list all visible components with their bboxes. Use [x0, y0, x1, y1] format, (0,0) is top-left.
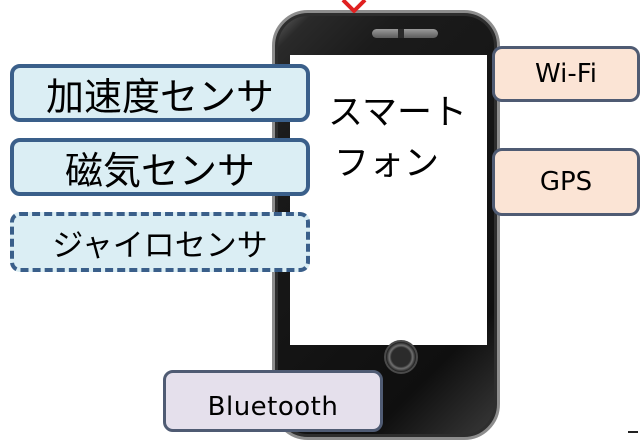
accelerometer-label: 加速度センサ — [45, 74, 274, 119]
magnetometer-label: 磁気センサ — [64, 148, 255, 193]
gps-box: GPS — [492, 148, 640, 216]
gyroscope-label: ジャイロセンサ — [52, 227, 268, 264]
magnetometer-box: 磁気センサ — [10, 138, 310, 196]
phone-label-line1: スマート — [328, 93, 467, 133]
speaker-slot-icon — [372, 29, 438, 38]
wifi-box: Wi-Fi — [492, 46, 640, 102]
phone-screen — [290, 55, 487, 345]
arrow-tip-icon — [341, 0, 367, 13]
home-button-icon — [384, 340, 418, 374]
edge-mark — [628, 431, 638, 433]
gps-label: GPS — [539, 167, 593, 197]
gyroscope-box: ジャイロセンサ — [10, 212, 310, 272]
accelerometer-box: 加速度センサ — [10, 64, 310, 122]
phone-label-line2: フォン — [334, 144, 440, 184]
wifi-label: Wi-Fi — [534, 59, 598, 89]
bluetooth-label: Bluetooth — [207, 392, 339, 422]
phone-label: スマート フォン — [328, 88, 488, 190]
bluetooth-box: Bluetooth — [163, 370, 383, 432]
